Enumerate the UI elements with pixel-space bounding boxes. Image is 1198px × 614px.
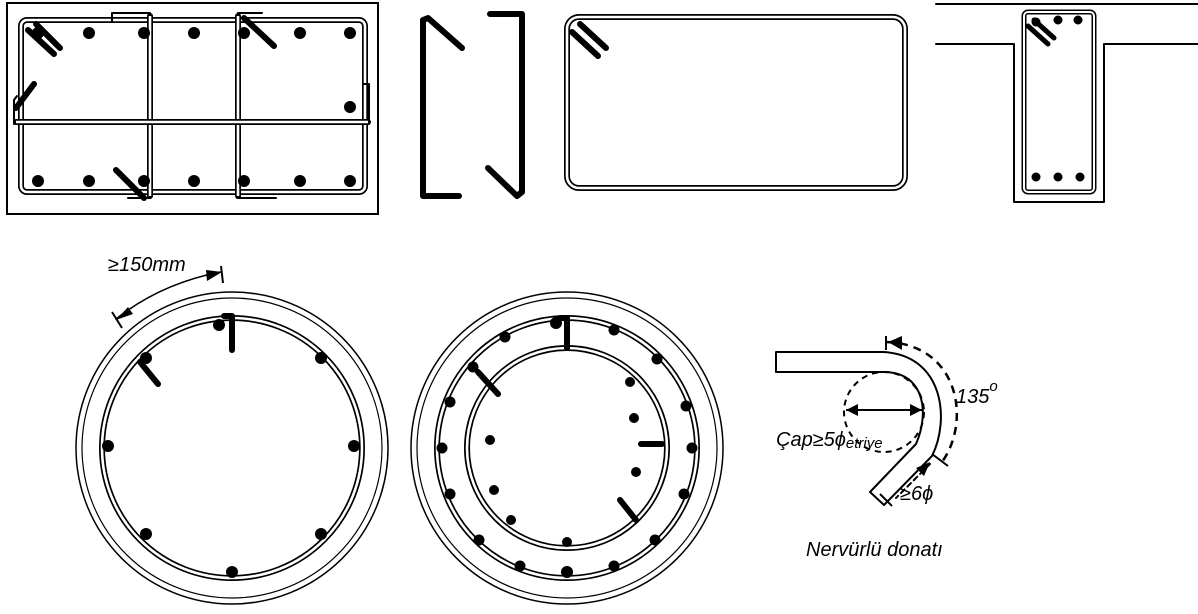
c-shaped-ties — [420, 11, 525, 199]
overlap-dimension — [111, 265, 224, 329]
bend-diameter-circle — [843, 371, 925, 453]
closed-rect-stirrup — [564, 14, 908, 191]
right-c-tie — [485, 11, 525, 199]
beam-section — [935, 3, 1198, 203]
outer-hoop — [18, 17, 368, 195]
bend-diameter-label: Çap≥5ϕetriye — [776, 429, 883, 452]
longitudinal-bars — [32, 27, 356, 187]
column-outline — [6, 2, 379, 215]
hook-angle-label: 135o — [956, 378, 998, 408]
column-perimeter — [75, 291, 389, 605]
ribbed-bar-caption: Nervürlü donatı — [806, 539, 943, 561]
vertical-crossties — [147, 13, 241, 199]
double-circular-bars — [436, 317, 698, 578]
circular-column-single: ≥150mm — [75, 254, 389, 605]
hook-extension-label: ≥6ϕ — [900, 483, 933, 505]
ribbed-bar-hook — [775, 351, 942, 506]
cover-min-label: ≥150mm — [108, 254, 186, 276]
left-c-tie — [420, 15, 465, 199]
hook-detail: 135o Çap≥5ϕetriye ≥6ϕ Nervürlü donatı — [775, 336, 998, 561]
column-section-rect-with-ties — [6, 2, 379, 215]
hook-angle-arc — [885, 340, 959, 463]
circular-column-double — [410, 291, 724, 605]
slab-and-beam-outline — [935, 3, 1198, 203]
beam-bars — [1031, 15, 1085, 182]
crosstie-ends — [13, 12, 370, 199]
circular-bars — [102, 319, 360, 578]
